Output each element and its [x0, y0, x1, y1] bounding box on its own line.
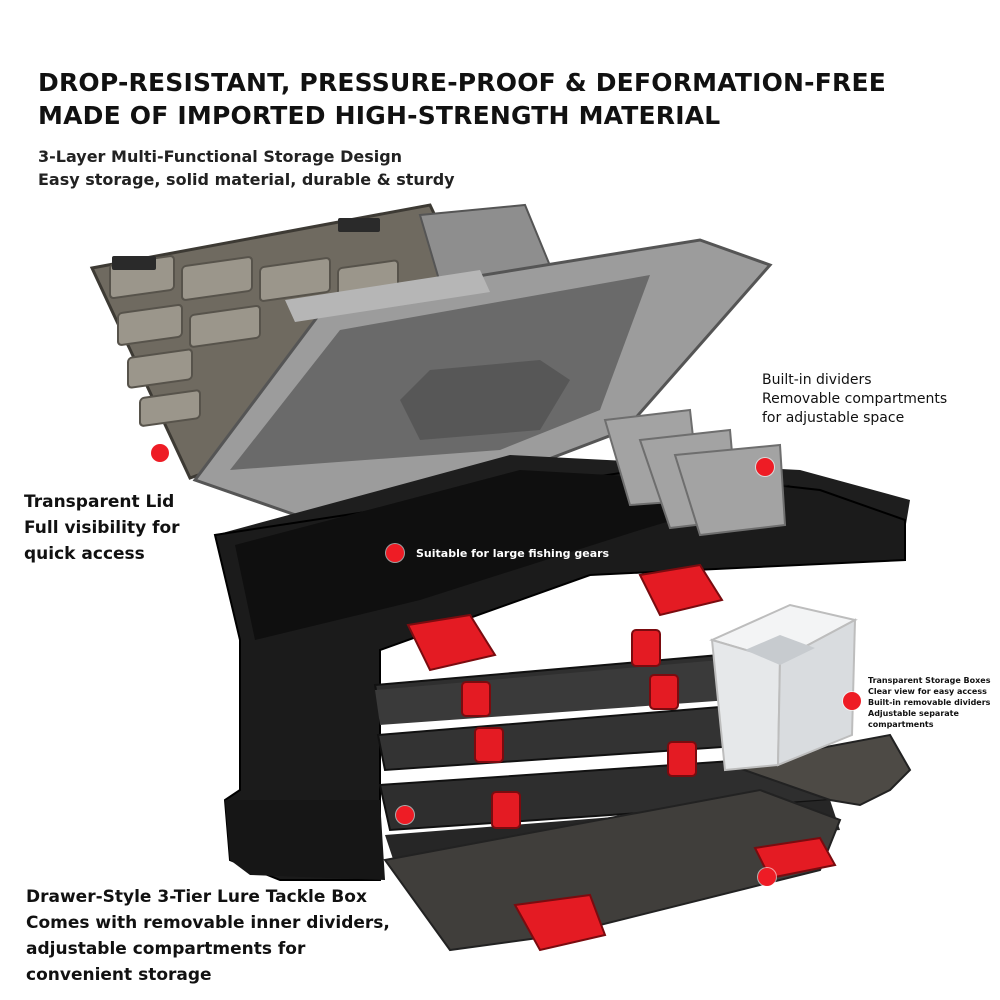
callout-drawer-line-2: Comes with removable inner dividers,	[26, 913, 390, 933]
callout-dot-lid	[151, 444, 169, 462]
callout-large-gear: Suitable for large fishing gears	[416, 547, 609, 561]
box-body-illustration	[213, 455, 910, 881]
callout-dividers-line-3: for adjustable space	[762, 410, 905, 426]
callout-dot-dividers	[756, 458, 774, 476]
subheadline-line-2: Easy storage, solid material, durable & …	[38, 170, 455, 189]
callout-dividers-line-2: Removable compartments	[762, 391, 948, 407]
callout-boxes-line-1: Transparent Storage Boxes	[868, 676, 991, 685]
callout-transparent-lid: Transparent Lid Full visibility for quic…	[24, 489, 180, 567]
storage-box-illustration	[709, 603, 858, 772]
drawer-lid-illustration	[383, 788, 842, 952]
red-latches-illustration	[406, 563, 837, 952]
callout-dot-drawer	[396, 806, 414, 824]
callout-dividers-line-1: Built-in dividers	[762, 372, 872, 388]
callout-dot-large-gear	[386, 544, 404, 562]
callout-drawer-line-1: Drawer-Style 3-Tier Lure Tackle Box	[26, 887, 367, 907]
callout-lid-line-2: Full visibility for	[24, 518, 180, 538]
subheadline-line-1: 3-Layer Multi-Functional Storage Design	[38, 147, 403, 166]
headline-line-2: MADE OF IMPORTED HIGH-STRENGTH MATERIAL	[38, 101, 721, 130]
callout-dividers: Built-in dividers Removable compartments…	[762, 371, 947, 428]
callout-dot-drawer-lid	[758, 868, 776, 886]
callout-large-gear-line-1: Suitable for large fishing gears	[416, 547, 610, 560]
gray-lid-illustration	[192, 203, 773, 522]
callout-dot-storage-boxes	[843, 692, 861, 710]
callout-boxes-line-2: Clear view for easy access	[868, 687, 987, 696]
subheadline: 3-Layer Multi-Functional Storage Design …	[38, 145, 455, 191]
headline-line-1: DROP-RESISTANT, PRESSURE-PROOF & DEFORMA…	[38, 68, 887, 97]
callout-boxes-line-4: Adjustable separate	[868, 709, 959, 718]
callout-drawer-line-4: convenient storage	[26, 965, 212, 985]
callout-boxes-line-3: Built-in removable dividers	[868, 698, 991, 707]
callout-drawer-line-3: adjustable compartments for	[26, 939, 306, 959]
callout-lid-line-3: quick access	[24, 544, 145, 564]
callout-drawer: Drawer-Style 3-Tier Lure Tackle Box Come…	[26, 884, 390, 988]
callout-boxes-line-5: compartments	[868, 720, 934, 729]
callout-lid-line-1: Transparent Lid	[24, 492, 175, 512]
callout-storage-boxes: Transparent Storage Boxes Clear view for…	[868, 675, 990, 730]
headline: DROP-RESISTANT, PRESSURE-PROOF & DEFORMA…	[38, 66, 886, 132]
